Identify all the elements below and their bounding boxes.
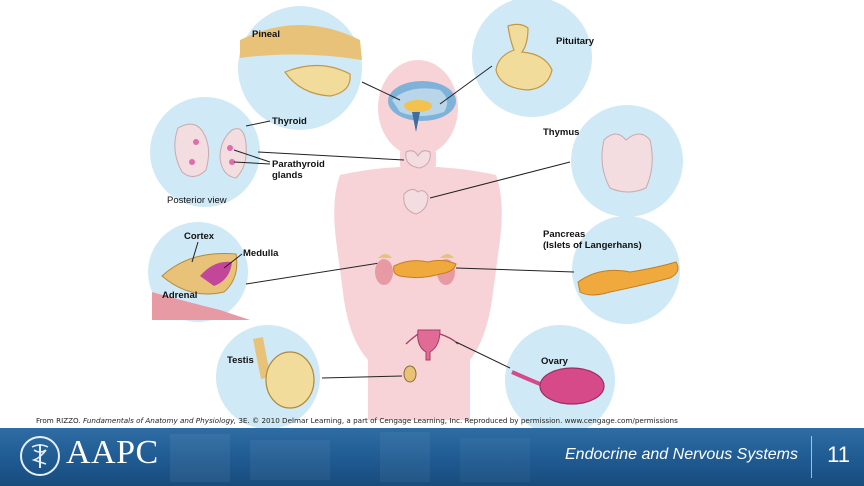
pointer-parathyroid-a bbox=[233, 149, 271, 163]
pointer-adrenal-body bbox=[245, 261, 387, 285]
pointer-thyroid-body bbox=[257, 151, 405, 161]
pointer-pancreas bbox=[455, 267, 575, 273]
pancreas-inset bbox=[572, 216, 680, 324]
label-ovary: Ovary bbox=[541, 356, 569, 367]
thyroid-on-body bbox=[405, 150, 431, 169]
slide-topic: Endocrine and Nervous Systems bbox=[565, 446, 798, 463]
pointer-parathyroid-b bbox=[233, 161, 271, 165]
label-cortex: Cortex bbox=[184, 231, 215, 242]
pancreas-on-body bbox=[393, 259, 457, 279]
pointer-medulla bbox=[223, 253, 243, 269]
aapc-logo-icon bbox=[20, 436, 60, 476]
aapc-logo-text: AAPC bbox=[66, 434, 159, 471]
pineal-inset bbox=[238, 6, 362, 130]
thymus-inset bbox=[571, 105, 683, 217]
image-credit: From RIZZO. Fundamentals of Anatomy and … bbox=[36, 416, 678, 425]
endocrine-glands-diagram: Pineal Pituitary Thyroid Parathyroid gla… bbox=[148, 0, 683, 430]
label-pineal: Pineal bbox=[252, 29, 280, 40]
credit-suffix: 3E. © 2010 Delmar Learning, a part of Ce… bbox=[236, 416, 678, 425]
testis-inset bbox=[216, 325, 320, 429]
label-thyroid: Thyroid bbox=[272, 116, 307, 127]
credit-prefix: From RIZZO. bbox=[36, 416, 83, 425]
pointer-pituitary bbox=[439, 65, 493, 105]
label-adrenal: Adrenal bbox=[162, 290, 197, 301]
label-pancreas-1: Pancreas bbox=[543, 229, 585, 240]
label-thymus: Thymus bbox=[543, 127, 579, 138]
label-parathyroid-1: Parathyroid bbox=[272, 159, 325, 170]
label-parathyroid-2: glands bbox=[272, 170, 303, 181]
footer-divider bbox=[811, 436, 812, 478]
pointer-cortex bbox=[191, 241, 199, 263]
label-pancreas-2: (Islets of Langerhans) bbox=[543, 240, 642, 251]
pointer-ovary bbox=[455, 341, 511, 369]
pointer-pineal bbox=[361, 81, 401, 101]
label-posterior-view: Posterior view bbox=[167, 195, 227, 206]
testis-on-body bbox=[403, 365, 417, 383]
footer-bar: AAPC Endocrine and Nervous Systems 11 bbox=[0, 428, 864, 486]
brain-sagittal bbox=[388, 81, 456, 132]
ovary-inset bbox=[505, 325, 615, 430]
label-testis: Testis bbox=[227, 355, 254, 366]
pointer-thymus bbox=[429, 161, 571, 199]
uterus-on-body bbox=[405, 329, 459, 361]
label-medulla: Medulla bbox=[243, 248, 279, 259]
thyroid-inset bbox=[150, 97, 260, 207]
pituitary-inset bbox=[472, 0, 592, 117]
thymus-on-body bbox=[403, 188, 429, 215]
label-pituitary: Pituitary bbox=[556, 36, 595, 47]
credit-title: Fundamentals of Anatomy and Physiology, bbox=[83, 416, 237, 425]
pointer-testis bbox=[321, 375, 403, 379]
pointer-thyroid bbox=[245, 120, 271, 127]
footer-texture bbox=[170, 432, 530, 482]
slide-number: 11 bbox=[827, 442, 850, 467]
